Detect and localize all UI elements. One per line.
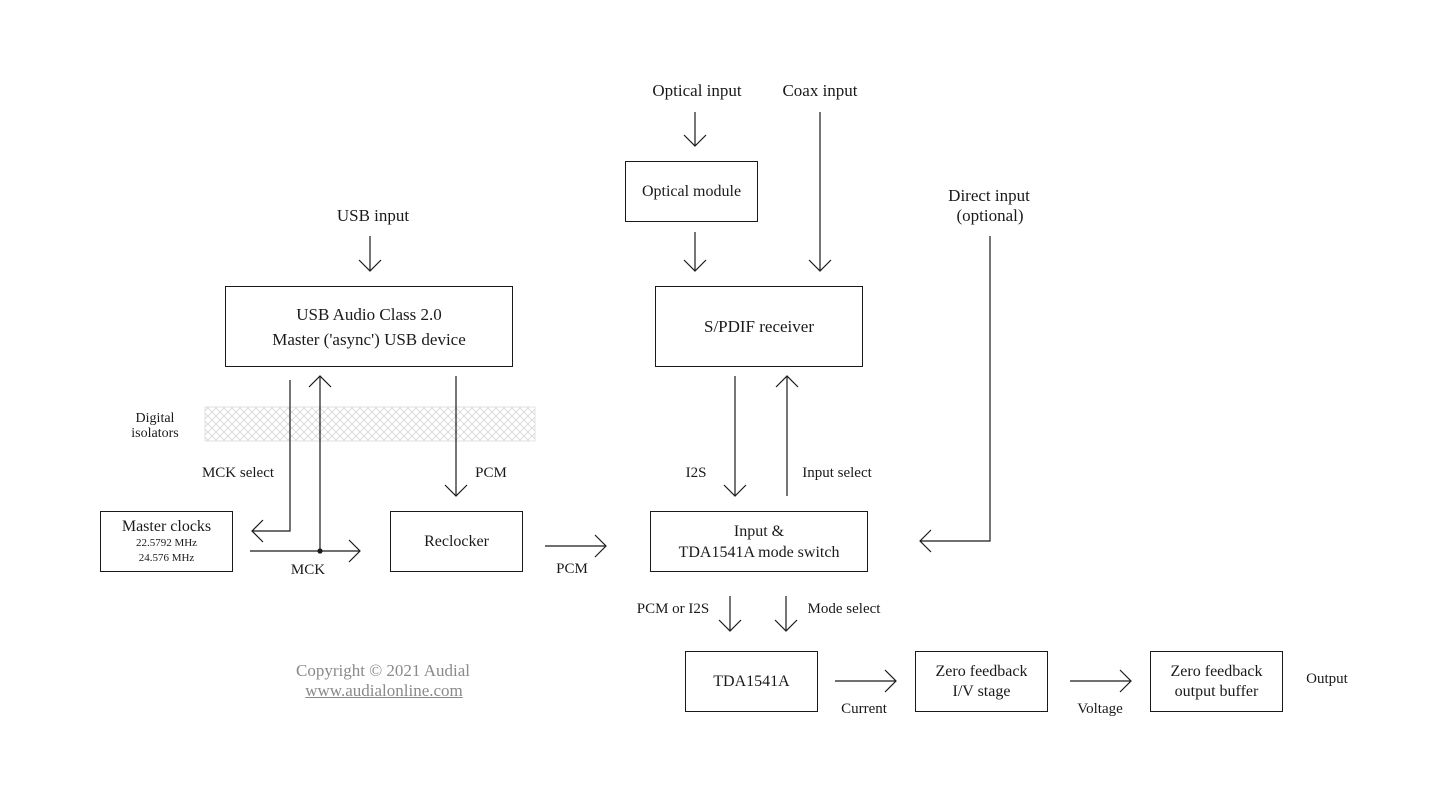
- iv-stage-title: Zero feedback: [935, 662, 1028, 680]
- input-switch-title: Input &: [733, 522, 785, 540]
- arrow-pcm-or-i2s: [718, 596, 742, 632]
- arrow-mck-select: [251, 380, 291, 543]
- arrow-coax-input: [808, 112, 832, 272]
- optical-module-block: Optical module: [625, 161, 758, 222]
- arrow-i2s: [723, 376, 747, 497]
- spdif-receiver-block: S/PDIF receiver: [655, 286, 863, 367]
- direct-input-label: Direct input: [948, 186, 1030, 205]
- arrow-voltage: [1070, 669, 1132, 693]
- output-buffer-title: Zero feedback: [1170, 662, 1263, 680]
- spdif-receiver-label: S/PDIF receiver: [703, 316, 814, 336]
- copyright-text: Copyright © 2021 Audial: [296, 661, 470, 680]
- arrow-input-select: [775, 375, 799, 496]
- digital-isolator-band: [204, 406, 536, 442]
- arrow-optical-module-to-spdif: [683, 232, 707, 272]
- mode-select-label: Mode select: [807, 601, 881, 617]
- usb-input-label: USB input: [336, 206, 410, 225]
- mck-select-label: MCK select: [201, 465, 275, 481]
- mck-junction-dot: [317, 548, 323, 554]
- arrow-usb-input: [358, 236, 382, 272]
- arrow-mode-select: [774, 596, 798, 632]
- digital-isolators-label: Digital: [135, 411, 175, 426]
- reclocker-pcm-label: PCM: [556, 561, 588, 577]
- current-label: Current: [841, 701, 887, 717]
- reclocker-label: Reclocker: [424, 532, 489, 550]
- reclocker-block: Reclocker: [390, 511, 523, 572]
- output-label: Output: [1306, 671, 1348, 687]
- iv-stage-subtitle: I/V stage: [952, 682, 1011, 700]
- digital-isolators-label-2: isolators: [131, 426, 179, 441]
- optical-module-label: Optical module: [641, 182, 742, 200]
- tda1541a-block: TDA1541A: [685, 651, 818, 712]
- master-clocks-block: Master clocks 22.5792 MHz 24.576 MHz: [100, 511, 233, 572]
- clock-frequency-1: 22.5792 MHz: [135, 536, 198, 549]
- mck-label: MCK: [290, 562, 326, 578]
- coax-input-label: Coax input: [782, 81, 858, 100]
- arrow-usb-pcm: [444, 376, 468, 497]
- iv-stage-block: Zero feedback I/V stage: [915, 651, 1048, 712]
- input-switch-subtitle: TDA1541A mode switch: [678, 543, 840, 561]
- master-clocks-label: Master clocks: [121, 517, 212, 535]
- usb-audio-subtitle: Master ('async') USB device: [272, 329, 466, 349]
- direct-input-optional-label: (optional): [956, 206, 1024, 225]
- optical-input-label: Optical input: [652, 81, 742, 100]
- usb-pcm-label: PCM: [475, 465, 507, 481]
- usb-audio-block: USB Audio Class 2.0 Master ('async') USB…: [225, 286, 513, 367]
- tda1541a-label: TDA1541A: [713, 672, 790, 690]
- input-mode-switch-block: Input & TDA1541A mode switch: [650, 511, 868, 572]
- output-buffer-subtitle: output buffer: [1174, 682, 1259, 700]
- clock-frequency-2: 24.576 MHz: [138, 551, 195, 564]
- arrow-mck-to-reclocker: [250, 539, 361, 563]
- website-link[interactable]: www.audialonline.com: [305, 681, 463, 700]
- input-select-label: Input select: [802, 465, 872, 481]
- pcm-or-i2s-label: PCM or I2S: [636, 601, 710, 617]
- arrow-mck-to-usb: [308, 375, 332, 551]
- arrow-direct-input: [919, 236, 991, 553]
- voltage-label: Voltage: [1077, 701, 1123, 717]
- i2s-label: I2S: [685, 465, 707, 481]
- arrow-reclocker-pcm: [545, 534, 607, 558]
- usb-audio-title: USB Audio Class 2.0: [296, 304, 442, 324]
- arrow-current: [835, 669, 897, 693]
- output-buffer-block: Zero feedback output buffer: [1150, 651, 1283, 712]
- arrow-optical-input: [683, 112, 707, 147]
